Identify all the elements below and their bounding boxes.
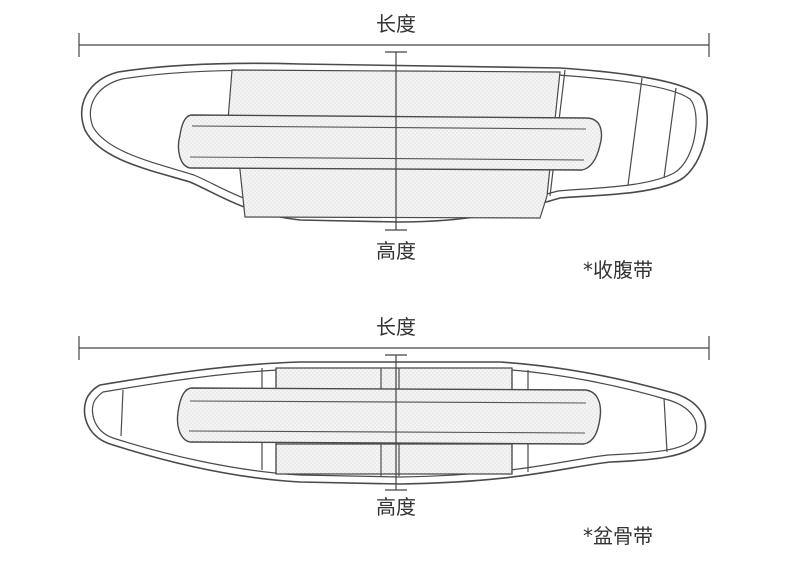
abdominal-belt-figure: 长度 高度 *收腹带	[78, 12, 710, 282]
length-dimension-line	[78, 33, 710, 57]
mesh-panel-lower	[275, 443, 513, 475]
support-strap	[177, 114, 603, 171]
height-label: 高度	[376, 495, 416, 519]
end-panel-line-right	[663, 397, 668, 453]
belt-stitch-line	[89, 69, 697, 215]
pelvic-belt-figure: 长度 高度 *盆骨带	[78, 315, 710, 548]
support-strap	[176, 387, 602, 445]
length-label: 长度	[376, 12, 416, 36]
end-panel-line-b	[663, 87, 677, 179]
height-label: 高度	[376, 239, 416, 263]
belt-caption: *收腹带	[583, 258, 653, 282]
belt-caption: *盆骨带	[583, 524, 653, 548]
height-dimension-line	[385, 51, 407, 231]
length-dimension-line	[78, 336, 710, 360]
length-label: 长度	[376, 315, 416, 339]
height-dimension-line	[385, 354, 407, 491]
end-panel-line-left	[120, 389, 124, 437]
end-panel-line-a	[627, 77, 643, 186]
